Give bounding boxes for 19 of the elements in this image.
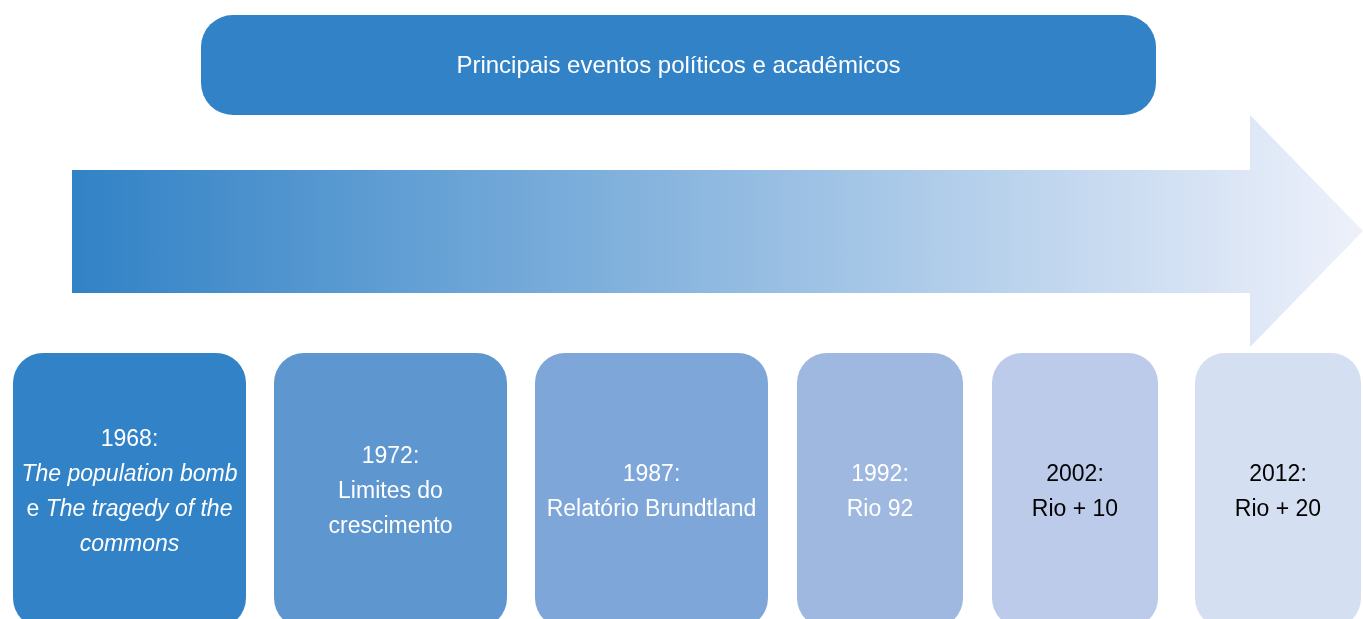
event-year: 1972:	[361, 441, 420, 470]
event-box	[992, 353, 1158, 619]
event-name: Relatório Brundtland	[546, 493, 757, 523]
event-name: Rio 92	[846, 493, 914, 523]
event-box	[535, 353, 768, 619]
event-box	[274, 353, 507, 619]
event-year: 2002:	[1046, 458, 1104, 488]
event-year: 2012:	[1249, 458, 1307, 488]
event-name: Rio + 10	[1031, 493, 1119, 523]
event-box	[13, 353, 246, 619]
event-box	[797, 353, 963, 619]
event-year: 1987:	[622, 458, 681, 488]
event-name: Rio + 20	[1234, 493, 1322, 523]
event-year: 1992:	[851, 458, 909, 488]
event-box	[1195, 353, 1361, 619]
event-year: 1968:	[100, 423, 159, 453]
event-name: The population bomb e The tragedy of the commons	[21, 458, 238, 558]
title-banner: Principais eventos políticos e acadêmicos	[201, 15, 1156, 115]
event-name: Limites do crescimento	[327, 476, 454, 540]
